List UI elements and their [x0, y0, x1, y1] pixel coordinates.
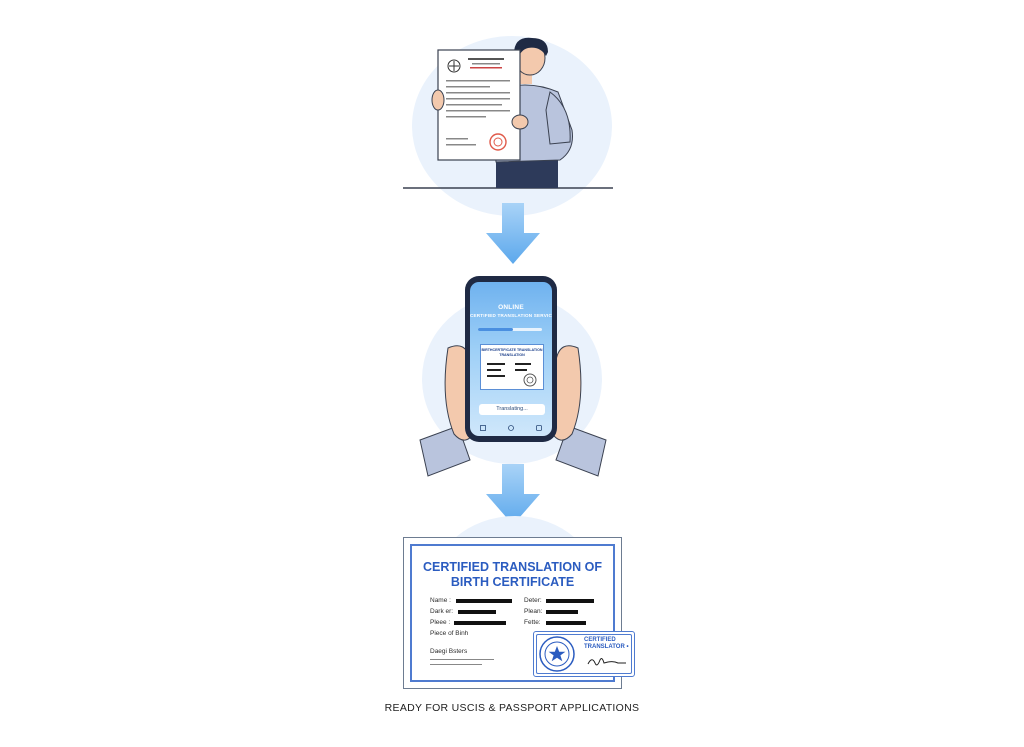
progress-track: [478, 328, 542, 331]
stamp-line1: CERTIFIED: [584, 637, 616, 643]
status-pill: Translating...: [479, 404, 545, 415]
redacted-value: [546, 599, 594, 603]
progress-fill: [478, 328, 514, 331]
back-icon: [480, 425, 486, 431]
phone-screen: ONLINE CERTIFIED TRANSLATION SERVICE BIR…: [470, 282, 552, 436]
redacted-value: [546, 621, 586, 625]
down-arrow-icon: [486, 203, 540, 264]
screen-title-line2: CERTIFIED TRANSLATION SERVICE: [470, 313, 552, 318]
screen-title-line1: ONLINE: [498, 304, 524, 311]
redacted-value: [458, 610, 496, 614]
field-label: Pleee :: [430, 619, 451, 626]
redacted-value: [546, 610, 578, 614]
person-holding-document: [403, 37, 613, 189]
redacted-value: [456, 599, 512, 603]
field-label: Dark er:: [430, 608, 454, 615]
certified-translator-stamp: CERTIFIED TRANSLATOR •: [533, 631, 635, 677]
menu-icon: [536, 425, 542, 431]
field-label: Deter:: [524, 597, 542, 604]
field-label: Plean:: [524, 608, 543, 615]
certificate-title-line2: BIRTH CERTIFICATE: [450, 575, 575, 589]
redacted-value: [454, 621, 506, 625]
certificate-border: [410, 544, 615, 682]
certified-translation-document: CERTIFIED TRANSLATION OF BIRTH CERTIFICA…: [403, 537, 622, 689]
star-seal-icon: [539, 636, 575, 672]
stamp-text: CERTIFIED TRANSLATOR •: [584, 637, 632, 651]
certificate-title: CERTIFIED TRANSLATION OF BIRTH CERTIFICA…: [404, 560, 621, 590]
mini-doc-title-line2: TRANSLATION: [499, 352, 525, 357]
field-label: Name :: [430, 597, 451, 604]
caption: READY FOR USCIS & PASSPORT APPLICATIONS: [384, 702, 640, 714]
field-label: Piece of Binh: [430, 630, 469, 637]
mini-doc-title: BIRTHCERTIFICATE TRANSLATION TRANSLATION: [481, 348, 543, 357]
mini-seal-icon: [523, 373, 537, 387]
certificate-title-line1: CERTIFIED TRANSLATION OF: [423, 560, 602, 574]
stamp-line2: TRANSLATOR •: [584, 644, 629, 650]
mini-document: BIRTHCERTIFICATE TRANSLATION TRANSLATION: [480, 344, 544, 390]
signature-line: [430, 664, 482, 665]
home-icon: [508, 425, 514, 431]
signature-icon: [587, 658, 626, 666]
signature-label: Daegi Bsters: [430, 648, 468, 655]
down-arrow-icon: [486, 464, 540, 525]
mini-doc-title-line1: BIRTHCERTIFICATE TRANSLATION: [481, 348, 543, 352]
field-label: Fette:: [524, 619, 541, 626]
signature-line: [430, 659, 494, 660]
